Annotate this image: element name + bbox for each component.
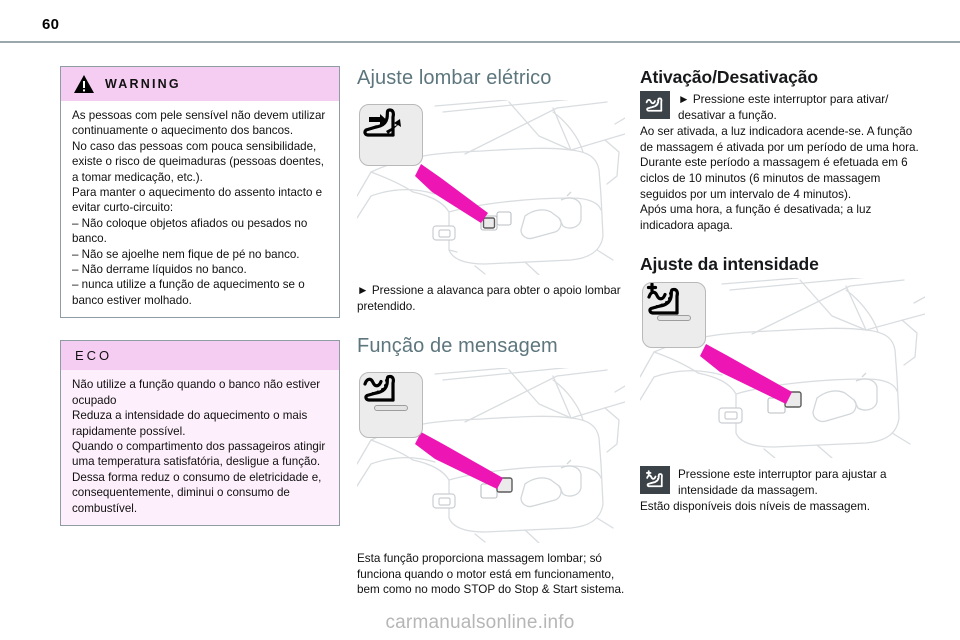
keycap-indicator-bar — [374, 405, 408, 412]
intensity-switch-row: Pressione este interruptor para ajustar … — [640, 466, 925, 498]
section-title-intensity: Ajuste da intensidade — [640, 254, 819, 275]
warning-callout-title: WARNING — [105, 77, 181, 91]
lumbar-support-seat-icon — [359, 104, 423, 166]
seat-side-panel-drawing-2 — [357, 368, 625, 544]
eco-callout: ECO Não utilize a função quando o banco … — [60, 340, 340, 526]
section-title-activation: Ativação/Desativação — [640, 67, 818, 87]
activation-switch-row: ► Pressione este interruptor para ativar… — [640, 91, 925, 123]
header-divider — [0, 41, 960, 43]
section-title-lumbar: Ajuste lombar elétrico — [357, 67, 552, 89]
right-column: Ativação/Desativação — [640, 66, 925, 514]
massage-intensity-seat-icon — [640, 466, 670, 495]
intensity-body-text: Estão disponíveis dois níveis de massage… — [640, 499, 870, 513]
keycap-indicator-bar — [657, 315, 691, 322]
warning-callout-text: As pessoas com pele sensível não devem u… — [72, 109, 326, 307]
massage-seat-icon — [640, 91, 670, 119]
pointer-arrow-icon — [415, 164, 488, 223]
lumbar-instruction-text: ► Pressione a alavanca para obter o apoi… — [357, 284, 621, 313]
warning-callout-body: As pessoas com pele sensível não devem u… — [61, 101, 339, 317]
eco-callout-body: Não utilize a função quando o banco não … — [61, 370, 339, 525]
eco-callout-title: ECO — [75, 348, 113, 364]
activation-body-text: Ao ser ativada, a luz indicadora acende-… — [640, 125, 919, 232]
seat-side-panel-drawing-3 — [640, 278, 925, 459]
middle-column: Ajuste lombar elétrico — [357, 66, 625, 598]
warning-callout-header: WARNING — [61, 67, 339, 101]
seat-side-panel-drawing — [357, 100, 625, 275]
warning-callout: WARNING As pessoas com pele sensível não… — [60, 66, 340, 319]
intensity-switch-text: Pressione este interruptor para ajustar … — [678, 468, 887, 497]
illustration-intensity-seat-controls — [640, 278, 925, 459]
eco-callout-text: Não utilize a função quando o banco não … — [72, 378, 326, 515]
page-number: 60 — [42, 16, 60, 33]
left-column: WARNING As pessoas com pele sensível não… — [60, 66, 340, 548]
section-title-message-function: Função de mensagem — [357, 335, 558, 358]
message-function-text: Esta função proporciona massagem lombar;… — [357, 552, 625, 597]
watermark: carmanualsonline.info — [385, 612, 575, 633]
eco-callout-header: ECO — [61, 341, 339, 371]
illustration-massage-seat-controls — [357, 368, 625, 544]
pointer-arrow-icon — [700, 344, 792, 405]
illustration-lumbar-seat-controls — [357, 100, 625, 275]
massage-seat-icon — [359, 372, 423, 439]
pointer-arrow-icon — [415, 432, 503, 490]
activation-switch-text: ► Pressione este interruptor para ativar… — [678, 93, 889, 122]
warning-triangle-icon — [74, 75, 94, 93]
massage-intensity-seat-icon — [642, 282, 706, 349]
